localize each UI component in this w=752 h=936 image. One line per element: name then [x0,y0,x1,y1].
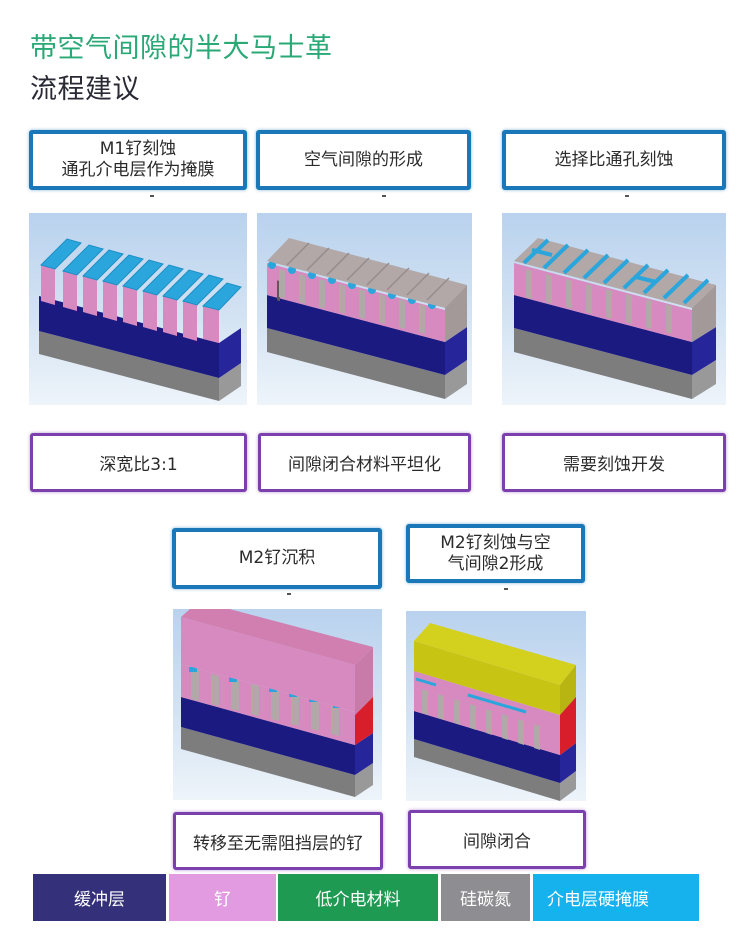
legend-low-k: 低介电材料 [278,874,438,921]
selective-via-etch-cross-section-illustration [514,238,716,399]
connector-tick [287,593,291,595]
note-box-aspect-ratio: 深宽比3:1 [30,433,247,492]
airgap-formation-image [257,213,472,405]
legend-sicn: 硅碳氮 [441,874,530,921]
step-label: 选择比通孔刻蚀 [554,149,674,170]
step-box-m2-deposition: M2钌沉积 [172,528,382,589]
legend-label: 低介电材料 [315,890,401,910]
legend-label: 硅碳氮 [460,890,511,910]
note-label: 间隙闭合 [463,832,531,852]
note-box-etch-development: 需要刻蚀开发 [502,433,726,492]
note-box-gap-fill-planarization: 间隙闭合材料平坦化 [258,433,471,492]
m2-ru-deposition-cross-section-illustration [181,609,373,797]
note-label: 需要刻蚀开发 [563,455,665,475]
legend-ruthenium: 钌 [169,874,276,921]
legend-label: 钌 [214,890,231,910]
step-box-m2-etch-airgap2: M2钌刻蚀与空 气间隙2形成 [406,524,585,583]
m1-ru-etch-cross-section-illustration [39,238,242,401]
connector-tick [625,195,629,197]
legend-label: 介电层硬掩膜 [547,890,649,910]
connector-tick [382,195,386,197]
legend-buffer-layer: 缓冲层 [33,874,166,921]
note-box-barrierless-ru: 转移至无需阻挡层的钌 [173,812,383,870]
note-box-gap-closure: 间隙闭合 [408,810,586,869]
step-label: M2钌沉积 [238,548,316,568]
step-label-line2: 通孔介电层作为掩膜 [61,160,215,180]
step-box-selective-via-etch: 选择比通孔刻蚀 [502,130,726,190]
page-title: 带空气间隙的半大马士革 [30,33,333,64]
step-label-line1: M1钌刻蚀 [99,139,177,159]
step-label-line2: 气间隙2形成 [447,553,544,574]
note-label: 间隙闭合材料平坦化 [288,455,441,475]
connector-tick [504,588,508,590]
step-label: 空气间隙的形成 [304,149,423,170]
legend-dielectric-hard-mask: 介电层硬掩膜 [533,874,699,921]
m1-ru-etch-image [29,213,247,405]
note-label: 深宽比3:1 [99,455,178,475]
step-label-line1: M2钌刻蚀与空 [440,532,551,553]
note-label: 转移至无需阻挡层的钌 [193,833,363,854]
step-box-m1-etch: M1钌刻蚀 通孔介电层作为掩膜 [29,130,247,190]
connector-tick [150,195,154,197]
page-subtitle: 流程建议 [30,74,140,105]
legend-label: 缓冲层 [74,890,125,910]
m2-ru-deposition-image [173,609,382,800]
m2-etch-airgap2-cross-section-illustration [414,623,576,801]
step-box-airgap-formation: 空气间隙的形成 [256,130,471,190]
m2-etch-airgap2-image [406,611,586,801]
airgap-formation-cross-section-illustration [267,238,467,399]
selective-via-etch-image [502,213,726,405]
